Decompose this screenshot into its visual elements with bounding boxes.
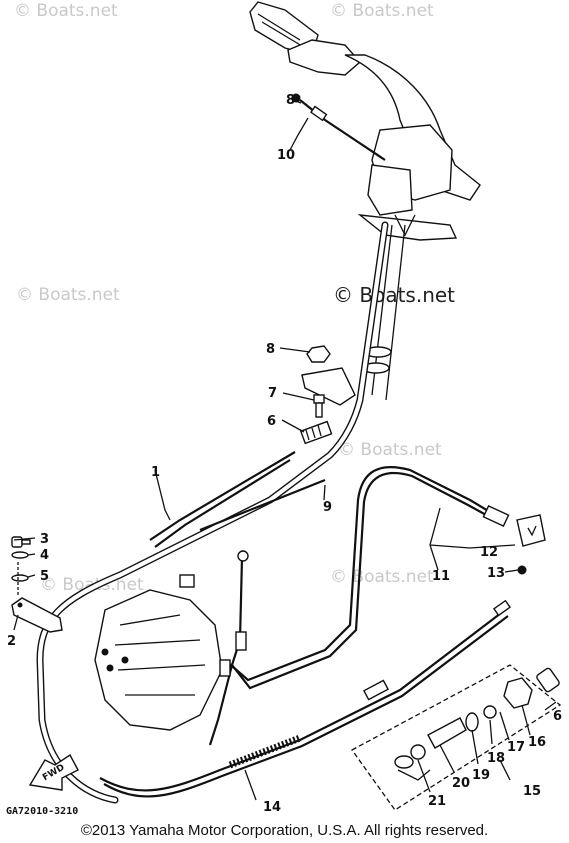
watermark: © Boats.net [14,1,118,21]
diagram-code: GA72010-3210 [6,806,78,817]
leader-lines [13,99,557,801]
choke-cable-1 [149,451,296,541]
callout-18: 18 [487,751,505,766]
steering-column [301,224,406,406]
cable-fitting [309,105,328,122]
callout-20: 20 [452,776,470,791]
callout-16: 16 [528,735,546,750]
callout-4: 4 [40,548,49,563]
watermark: © Boats.net [16,285,120,305]
part-4-washer [11,551,29,559]
callout-21: 21 [428,794,446,809]
callout-1: 1 [151,465,160,480]
callout-2: 2 [7,634,16,649]
part-8-nut [306,345,331,363]
callout-9: 9 [323,500,332,515]
part-5-washer [11,574,29,582]
watermark: © Boats.net [330,1,434,21]
callout-8: 8 [266,342,275,357]
callout-11: 11 [432,569,450,584]
part-6-sleeve [299,420,333,445]
carburetor-assembly [94,574,223,731]
cable-end-fitting [482,504,510,528]
callout-6: 6 [267,414,276,429]
callout-12: 12 [480,545,498,560]
callout-10: 10 [277,148,295,163]
handlebar-assembly [249,1,481,241]
callout-17: 17 [507,740,525,755]
callout-3: 3 [40,532,49,547]
bracket-2 [11,597,63,633]
part-13-screw [517,565,527,575]
callout-8: 8 [286,93,295,108]
part-7-bolt [313,394,325,418]
callout-19: 19 [472,768,490,783]
callout-15: 15 [523,784,541,799]
vertical-cable [208,557,244,746]
callout-14: 14 [263,800,281,815]
part-group-15 [351,664,562,811]
watermark: © Boats.net [333,283,455,307]
forward-arrow-icon: FWD [28,753,79,791]
callout-5: 5 [40,569,49,584]
part-12-cover [516,514,546,547]
steering-cable-14 [99,609,506,792]
copyright-notice: ©2013 Yamaha Motor Corporation, U.S.A. A… [80,822,489,839]
callout-6: 6 [553,709,562,724]
watermark: © Boats.net [338,440,442,460]
cable-11 [224,466,491,682]
callout-7: 7 [268,386,277,401]
throttle-cable-9 [36,221,389,804]
watermark: © Boats.net [330,567,434,587]
callout-13: 13 [487,566,505,581]
